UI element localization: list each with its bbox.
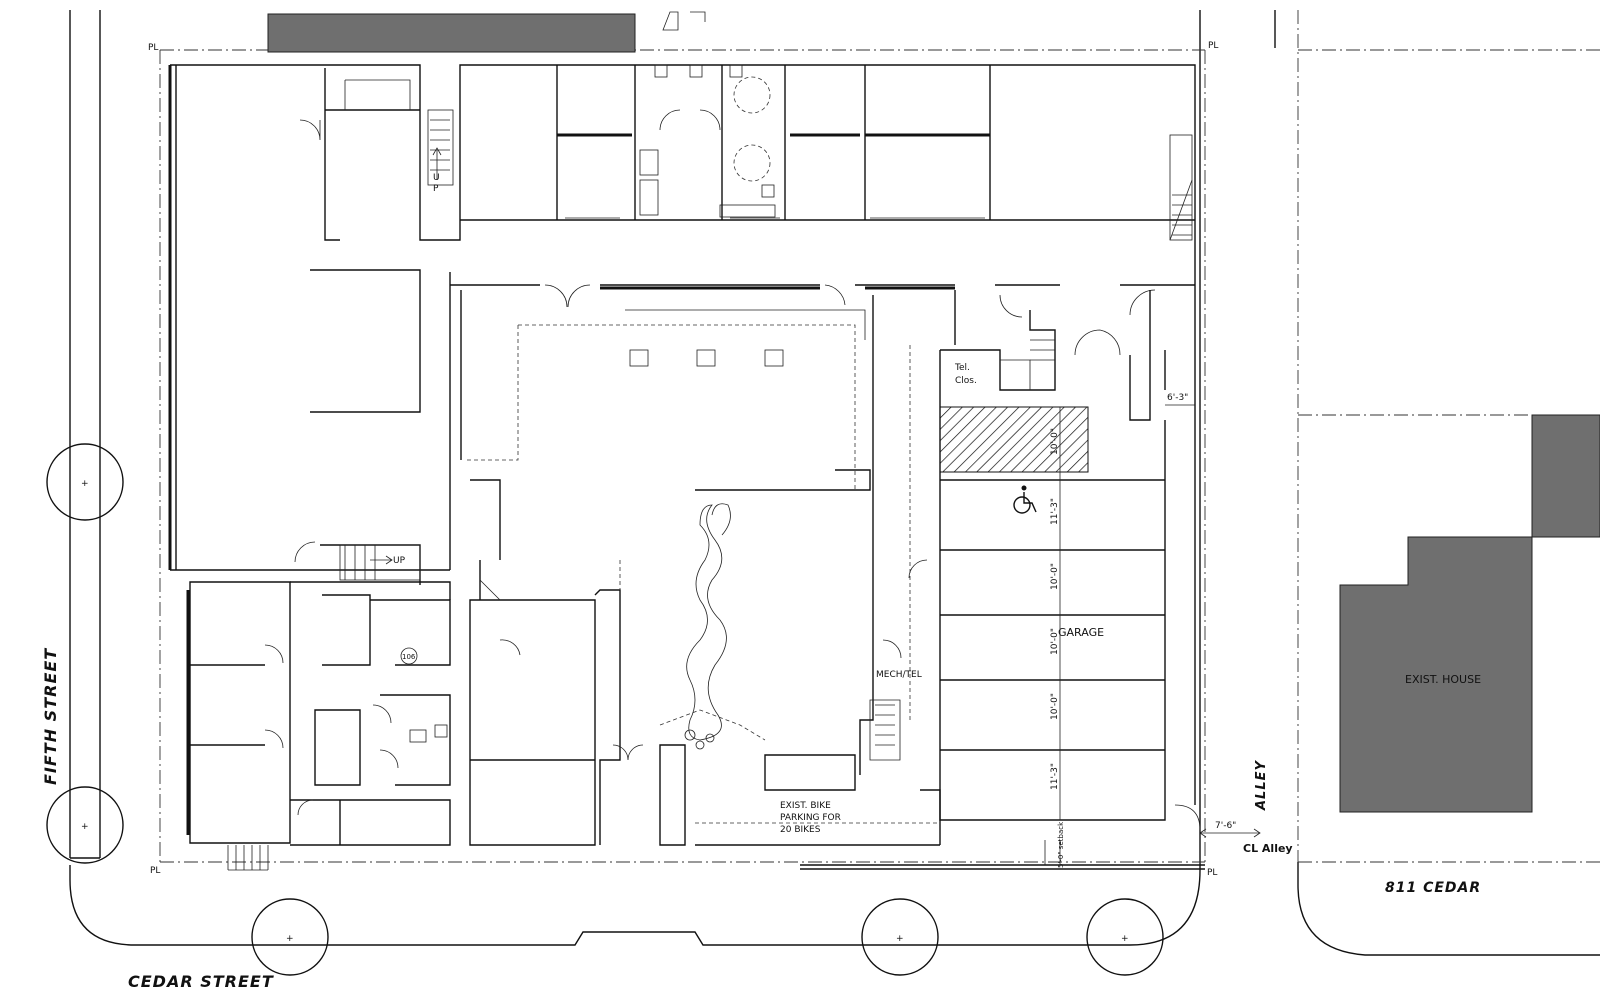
- bike-parking-label-2: PARKING FOR: [780, 813, 841, 823]
- pl-marker-ne: PL: [1208, 41, 1218, 51]
- stall-dim-5: 10'-0": [1050, 693, 1060, 720]
- stair-u-label: U: [433, 173, 440, 183]
- existing-house-label: EXIST. HOUSE: [1405, 673, 1481, 686]
- stair-up-label: UP: [393, 556, 406, 566]
- side-setback-dim: 6'-3": [1167, 393, 1188, 403]
- fifth-street-label: FIFTH STREET: [41, 648, 60, 785]
- svg-text:+: +: [1121, 934, 1129, 944]
- stall-dim-1: 10'-0": [1050, 428, 1060, 455]
- stall-dim-4: 10'-0": [1050, 628, 1060, 655]
- alley-edges: [1274, 10, 1600, 956]
- pl-marker-se: PL: [1207, 868, 1217, 878]
- accessible-parking-icon: [1013, 485, 1037, 514]
- neighbor-house-right: [1531, 414, 1600, 538]
- cedar-street-curb: [69, 10, 1201, 946]
- front-setback-dim: 5'-0" setback: [1057, 821, 1065, 868]
- cl-alley-label: CL Alley: [1243, 842, 1293, 855]
- tel-closet-label-2: Clos.: [955, 376, 977, 386]
- tree-symbol: + + + + +: [46, 443, 1164, 976]
- stall-dim-3: 10'-0": [1050, 563, 1060, 590]
- svg-text:+: +: [896, 934, 904, 944]
- garage-label: GARAGE: [1058, 626, 1104, 639]
- neighbor-building-top: [267, 13, 636, 53]
- cedar-811-label: 811 CEDAR: [1385, 880, 1481, 896]
- svg-text:+: +: [81, 822, 89, 832]
- bike-parking-label-3: 20 BIKES: [780, 825, 821, 835]
- svg-text:+: +: [81, 479, 89, 489]
- dimension-strings: 6'-3" 7'-6" 10'-0" 11'-3" 10'-0" 10'-0" …: [1050, 393, 1261, 868]
- loading-hatch-area: [939, 406, 1089, 473]
- alley-setback-dim: 7'-6": [1215, 821, 1236, 831]
- pl-marker-sw: PL: [150, 866, 160, 876]
- svg-text:+: +: [286, 934, 294, 944]
- pl-marker-nw: PL: [148, 43, 158, 53]
- tel-closet-label-1: Tel.: [954, 363, 970, 373]
- alley-label: ALLEY: [1254, 759, 1269, 811]
- stall-dim-2: 11'-3": [1050, 498, 1060, 525]
- mech-tel-label: MECH/TEL: [876, 670, 922, 680]
- room-tag: 106: [402, 653, 416, 661]
- building-walls: [168, 64, 1201, 871]
- fifth-street-curbs: [69, 10, 101, 859]
- cedar-street-label: CEDAR STREET: [128, 972, 274, 991]
- stair-p-label: P: [433, 184, 439, 194]
- stall-dim-6: 11'-3": [1050, 763, 1060, 790]
- bike-parking-label-1: EXIST. BIKE: [780, 801, 831, 811]
- stair-up-arrow: [370, 555, 393, 565]
